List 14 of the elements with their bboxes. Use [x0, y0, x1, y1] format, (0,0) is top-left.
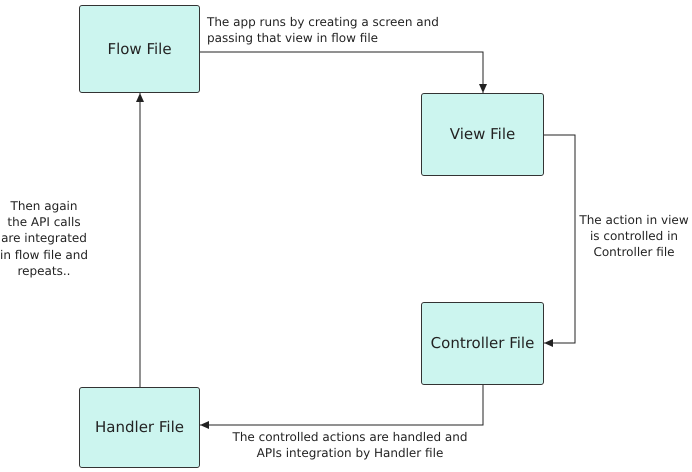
arrow — [544, 134, 576, 347]
box-label: Controller File — [430, 333, 534, 354]
edge-label: The controlled actions are handled and APIs integration by Handler file — [232, 429, 468, 462]
process-box — [421, 302, 544, 385]
arrow — [200, 384, 484, 429]
process-box — [79, 5, 200, 93]
box-label: Handler File — [95, 417, 184, 438]
arrow — [136, 92, 144, 388]
process-box — [421, 93, 544, 176]
process-box — [79, 387, 200, 468]
edge-label: Then again the API calls are integrated in flow file and repeats.. — [0, 198, 88, 279]
arrow — [200, 52, 487, 94]
box-label: View File — [450, 124, 516, 145]
box-label: Flow File — [107, 38, 172, 60]
